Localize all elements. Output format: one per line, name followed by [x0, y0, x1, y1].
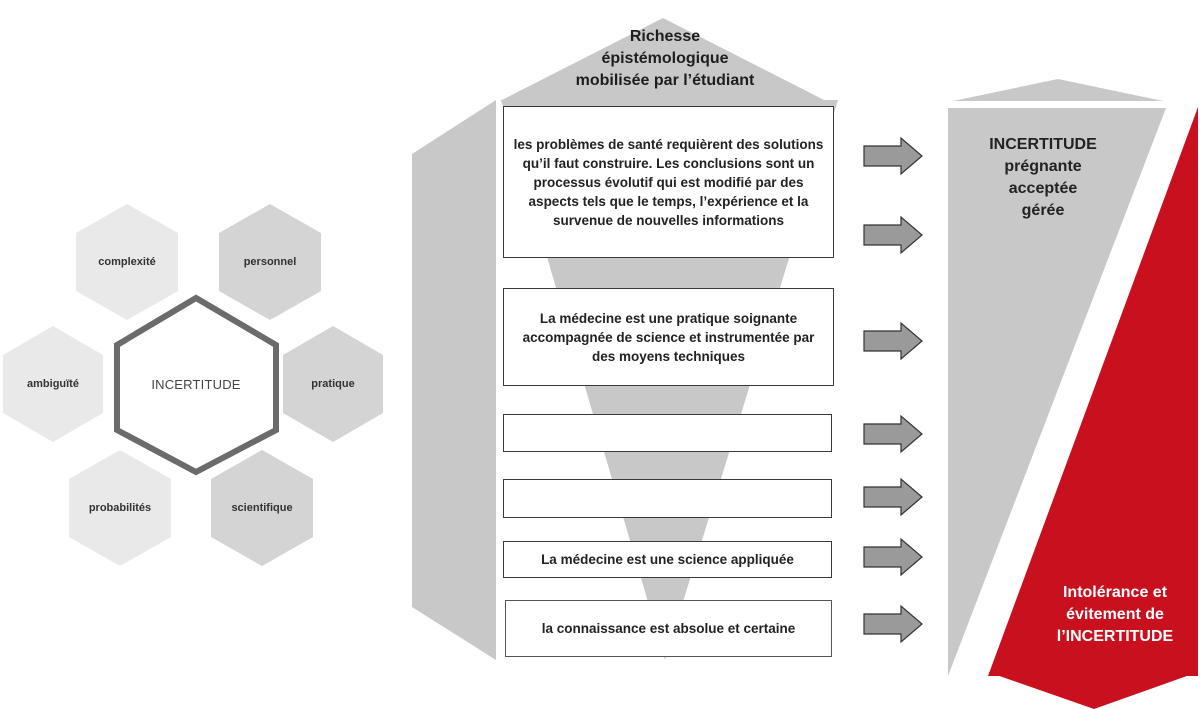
funnel-box-4 — [503, 479, 832, 518]
funnel-title: Richesse épistémologique mobilisée par l… — [560, 26, 770, 92]
hex-label-ambiguite: ambiguïté — [27, 378, 79, 390]
uncertainty-top-label: INCERTITUDE prégnante acceptée gérée — [968, 134, 1118, 222]
hex-center-label: INCERTITUDE — [151, 377, 241, 392]
arrow-right-2 — [863, 215, 923, 255]
hex-label-scientifique: scientifique — [231, 502, 293, 514]
uncertainty-top-line-3: acceptée — [1008, 180, 1078, 197]
arrow-right-3 — [863, 321, 923, 361]
hex-label-complexite: complexité — [98, 256, 156, 268]
uncertainty-bottom-line-1: Intolérance et — [1062, 584, 1168, 601]
scale-down-arrow — [988, 672, 1198, 709]
uncertainty-top-line-2: prégnante — [1004, 158, 1082, 175]
scale-gray-triangle — [948, 108, 1166, 676]
hex-complexite — [76, 204, 178, 320]
scale-red-triangle — [988, 107, 1198, 676]
arrow-right-1 — [863, 136, 923, 176]
hex-ambiguite — [3, 326, 103, 442]
hex-label-pratique: pratique — [311, 378, 355, 390]
funnel-box-1: les problèmes de santé requièrent des so… — [503, 106, 834, 258]
funnel-box-5: La médecine est une science appliquée — [503, 541, 832, 578]
funnel-title-line-3: mobilisée par l’étudiant — [575, 72, 755, 89]
uncertainty-bottom-label: Intolérance et évitement de l’INCERTITUD… — [1035, 582, 1195, 648]
uncertainty-bottom-line-2: évitement de — [1066, 606, 1164, 623]
hex-personnel — [219, 204, 321, 320]
hex-label-personnel: personnel — [243, 256, 297, 268]
uncertainty-scale-shapes — [948, 79, 1198, 709]
scale-top-cap — [953, 79, 1163, 101]
funnel-box-2: La médecine est une pratique soignante a… — [503, 288, 834, 386]
hex-pratique — [283, 326, 383, 442]
arrow-right-6 — [863, 537, 923, 577]
arrow-right-7 — [863, 604, 923, 644]
arrow-right-5 — [863, 477, 923, 517]
funnel-box-3 — [503, 414, 832, 452]
funnel-title-line-2: épistémologique — [601, 50, 729, 67]
hex-probabilites — [69, 450, 171, 566]
hex-center-outline — [114, 294, 279, 476]
hexagon-cluster — [3, 204, 383, 566]
roof-triangle — [500, 18, 826, 101]
arrow-right-4 — [863, 414, 923, 454]
hex-label-probabilites: probabilités — [88, 502, 152, 514]
funnel-box-6: la connaissance est absolue et certaine — [505, 600, 832, 657]
hex-scientifique — [211, 450, 313, 566]
funnel-title-line-1: Richesse — [629, 28, 701, 45]
left-wall — [412, 100, 496, 660]
uncertainty-top-line-1: INCERTITUDE — [989, 136, 1097, 153]
uncertainty-top-line-4: gérée — [1021, 202, 1065, 219]
uncertainty-bottom-line-3: l’INCERTITUDE — [1056, 628, 1174, 645]
arrows — [863, 136, 923, 644]
